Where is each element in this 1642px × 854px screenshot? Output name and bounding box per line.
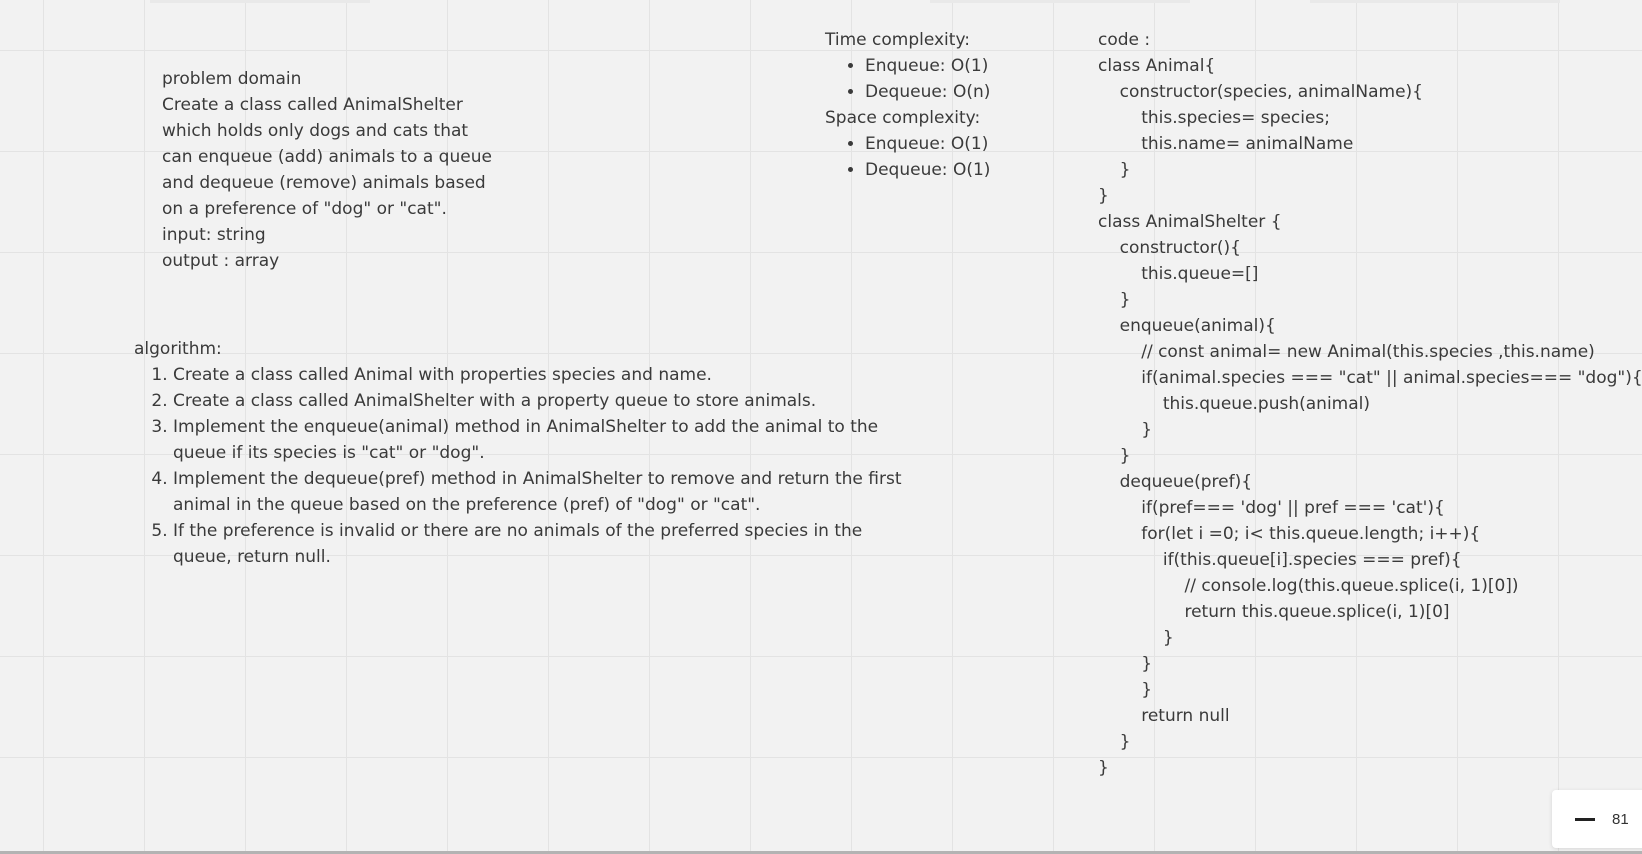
algorithm-step-line: Create a class called Animal with proper… [173,365,712,385]
problem-domain-line: can enqueue (add) animals to a queue [162,147,492,167]
code-line: if(pref=== 'dog' || pref === 'cat'){ [1098,498,1445,518]
code-line: } [1098,160,1131,180]
code-line: if(animal.species === "cat" || animal.sp… [1098,368,1642,388]
algorithm-step-line: queue if its species is "cat" or "dog". [173,443,485,463]
code-line: constructor(){ [1098,238,1241,258]
zoom-control: 81 [1552,790,1642,848]
algorithm-step-line: If the preference is invalid or there ar… [173,521,863,541]
zoom-level[interactable]: 81 [1612,810,1629,828]
code-heading: code : [1098,30,1151,50]
code-line: } [1098,420,1153,440]
code-line: for(let i =0; i< this.queue.length; i++)… [1098,524,1481,544]
code-line: } [1098,732,1131,752]
code-line: enqueue(animal){ [1098,316,1276,336]
algorithm-text[interactable]: algorithm: Create a class called Animal … [134,336,902,570]
offscreen-object-hint [150,0,370,3]
code-line: this.queue.push(animal) [1098,394,1371,414]
complexity-item: Enqueue: O(1) [865,53,990,79]
problem-domain-line: output : array [162,251,280,271]
code-line: return this.queue.splice(i, 1)[0] [1098,602,1450,622]
algorithm-step: Create a class called Animal with proper… [173,362,902,388]
bottom-scrollbar[interactable] [0,851,1642,854]
algorithm-step-line: queue, return null. [173,547,331,567]
algorithm-step-line: Implement the dequeue(pref) method in An… [173,469,902,489]
code-line: constructor(species, animalName){ [1098,82,1423,102]
problem-domain-line: Create a class called AnimalShelter [162,95,463,115]
space-complexity-list: Enqueue: O(1)Dequeue: O(1) [825,131,990,183]
code-line: } [1098,758,1109,778]
algorithm-step: Implement the dequeue(pref) method in An… [173,466,902,518]
problem-domain-line: on a preference of "dog" or "cat". [162,199,447,219]
code-line: dequeue(pref){ [1098,472,1253,492]
code-line: if(this.queue[i].species === pref){ [1098,550,1462,570]
problem-domain-line: input: string [162,225,266,245]
algorithm-step: Create a class called AnimalShelter with… [173,388,902,414]
time-complexity-list: Enqueue: O(1)Dequeue: O(n) [825,53,990,105]
code-line: } [1098,680,1153,700]
code-line: // const animal= new Animal(this.species… [1098,342,1595,362]
algorithm-step-line: Create a class called AnimalShelter with… [173,391,817,411]
code-line: class AnimalShelter { [1098,212,1282,232]
code-line: this.queue=[] [1098,264,1259,284]
code-line: } [1098,290,1131,310]
code-text[interactable]: code : class Animal{ constructor(species,… [1098,27,1642,781]
space-complexity-heading: Space complexity: [825,108,981,128]
problem-domain-line: and dequeue (remove) animals based [162,173,486,193]
algorithm-step: If the preference is invalid or there ar… [173,518,902,570]
code-line: return null [1098,706,1230,726]
complexity-item: Dequeue: O(1) [865,157,990,183]
complexity-text[interactable]: Time complexity: Enqueue: O(1)Dequeue: O… [825,27,990,183]
code-line: } [1098,446,1131,466]
zoom-out-icon[interactable] [1575,817,1595,821]
algorithm-heading: algorithm: [134,339,222,359]
offscreen-object-hint [930,0,1190,3]
algorithm-step-line: animal in the queue based on the prefere… [173,495,761,515]
complexity-item: Dequeue: O(n) [865,79,990,105]
problem-domain-heading: problem domain [162,69,302,89]
code-line: } [1098,628,1174,648]
problem-domain-line: which holds only dogs and cats that [162,121,469,141]
code-line: this.species= species; [1098,108,1331,128]
code-line: } [1098,654,1153,674]
complexity-item: Enqueue: O(1) [865,131,990,157]
code-line: } [1098,186,1109,206]
code-line: this.name= animalName [1098,134,1354,154]
code-line: // console.log(this.queue.splice(i, 1)[0… [1098,576,1519,596]
algorithm-steps-list: Create a class called Animal with proper… [134,362,902,570]
code-line: class Animal{ [1098,56,1216,76]
offscreen-object-hint [1310,0,1560,3]
algorithm-step-line: Implement the enqueue(animal) method in … [173,417,879,437]
algorithm-step: Implement the enqueue(animal) method in … [173,414,902,466]
time-complexity-heading: Time complexity: [825,30,970,50]
